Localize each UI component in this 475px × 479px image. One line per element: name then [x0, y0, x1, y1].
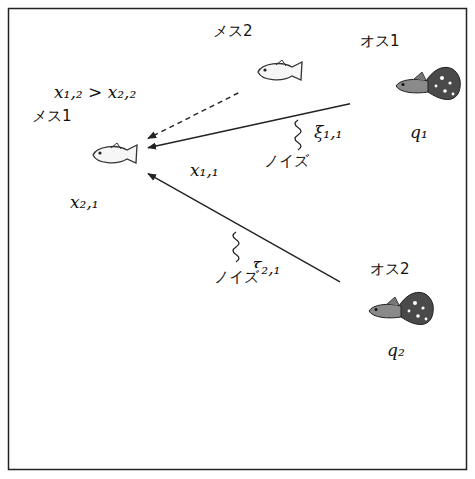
fish-node: メス2 [205, 18, 310, 93]
male-fish [369, 292, 433, 324]
symbol-label: q₁ [408, 122, 430, 142]
signal-label: x₁,₂ > x₂,₂ [52, 82, 138, 102]
signal-label: x₂,₁ [68, 192, 101, 212]
signal-arrow [148, 174, 340, 282]
noise-label: ノイズ [212, 268, 261, 286]
symbol-label: q₂ [385, 340, 407, 360]
female-fish [93, 143, 137, 163]
dashed-arrow [148, 93, 238, 138]
frame [9, 9, 467, 470]
fish-node: メス1 [28, 105, 148, 177]
male-label: オス1 [360, 32, 400, 50]
female-label: メス1 [32, 107, 72, 125]
fish-node: オス1 [350, 28, 462, 118]
signal-arrow [148, 104, 350, 148]
noise-squiggle [295, 120, 301, 150]
female-fish [258, 60, 302, 80]
noise-label: ノイズ [262, 152, 311, 170]
signal-label: x₁,₁ [188, 160, 221, 180]
symbol-label: ξ₁,₁ [312, 122, 344, 142]
male-fish [396, 67, 460, 99]
noise-squiggle [233, 232, 239, 262]
female-label: メス2 [213, 22, 253, 40]
male-label: オス2 [370, 260, 410, 278]
fish-node: オス2 [340, 258, 445, 338]
